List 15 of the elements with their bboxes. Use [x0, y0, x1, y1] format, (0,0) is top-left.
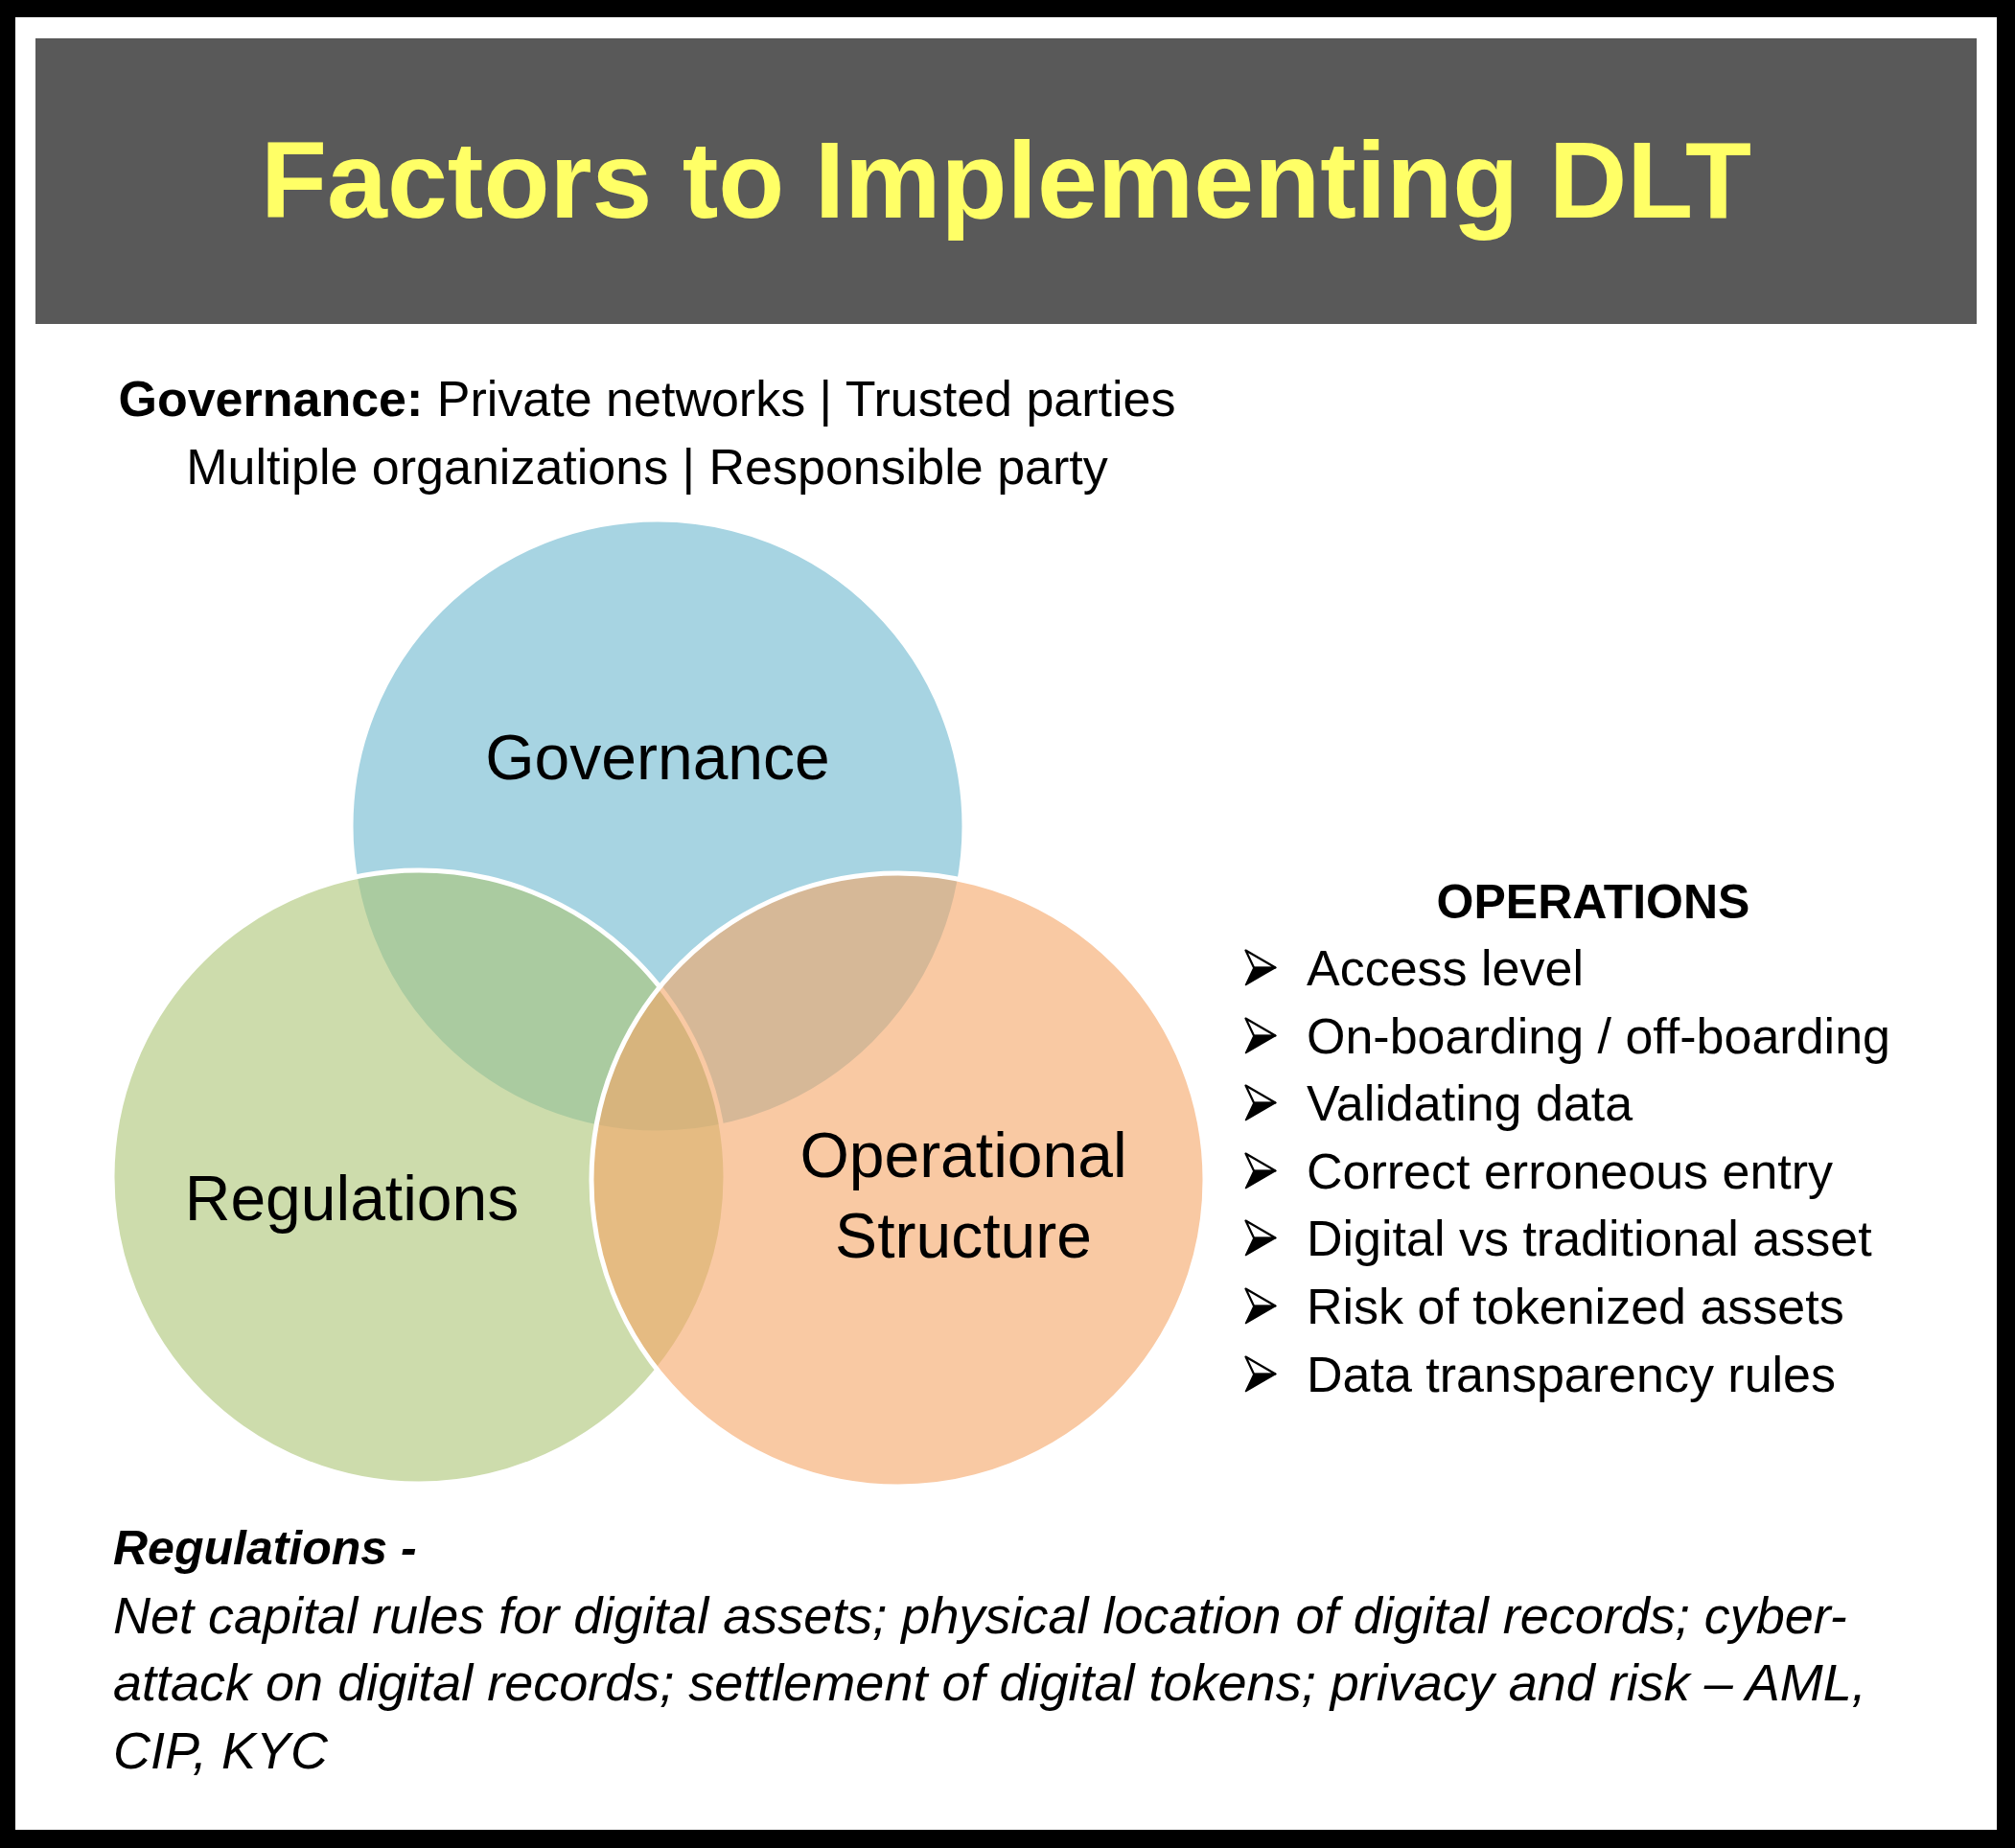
section-heading: OPERATIONS: [1436, 874, 1750, 931]
paragraph-text: Net capital rules for digital assets; physical location of digital records; cyber-attack on digital records; settlement of digital tokens; privacy and risk – AML, CIP, KYC: [113, 1584, 1867, 1781]
list-item: Digital vs traditional asset: [1307, 1210, 1872, 1269]
description-text: Governance: Private networks | Trusted parties Multiple organizations | Responsible party: [117, 369, 1177, 497]
circle-label: Regulations: [184, 1162, 520, 1236]
list-item: Risk of tokenized assets: [1307, 1278, 1844, 1336]
circle-label: Governance: [485, 721, 830, 796]
section-heading: Regulations -: [113, 1520, 417, 1577]
circle-label: Operational Structure: [799, 1119, 1127, 1273]
list-item: Correct erroneous entry: [1307, 1142, 1834, 1201]
list-item: Data transparency rules: [1307, 1345, 1837, 1404]
title: Factors to Implementing DLT: [261, 119, 1751, 243]
list-item: Access level: [1307, 939, 1584, 998]
list-item: Validating data: [1307, 1074, 1633, 1134]
list-item: On-boarding / off-boarding: [1307, 1006, 1890, 1066]
